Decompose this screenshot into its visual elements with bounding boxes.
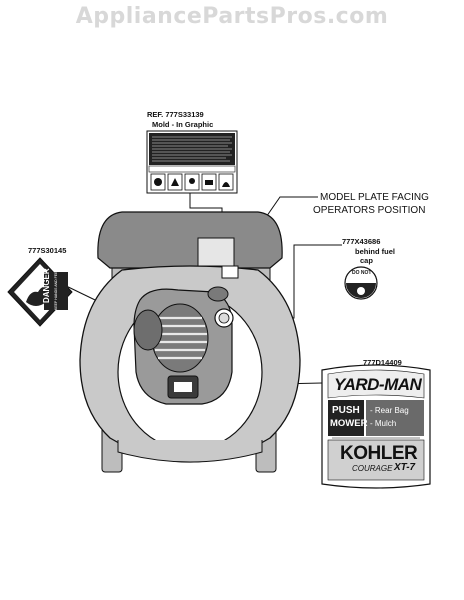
danger-decal-side-word: DANGER	[42, 268, 51, 303]
fuel-cap-do-not: DO NOT	[352, 270, 372, 276]
ref-label-part: REF. 777S33139	[147, 110, 204, 119]
yardman-decal-part: 777D14409	[363, 358, 402, 367]
fuel-cap-decal-line2: behind fuel	[355, 247, 395, 256]
danger-decal-part: 777S30145	[28, 246, 67, 255]
engine	[133, 286, 234, 405]
mower-body	[79, 211, 301, 473]
fuel-cap-decal-part: 777X43686	[342, 237, 381, 246]
yardman-brand: YARD-MAN	[334, 375, 422, 394]
yardman-engine-suffix: XT-7	[394, 462, 416, 473]
fuel-cap-decal	[344, 266, 378, 300]
watermark-text: AppliancePartsPros.com	[75, 4, 389, 29]
yardman-push: PUSH	[332, 405, 360, 416]
model-plate-line2: OPERATORS POSITION	[313, 205, 426, 216]
yardman-option-bag: - Rear Bag	[370, 406, 409, 415]
yardman-mower: MOWER	[330, 418, 368, 429]
ref-label-desc: Mold - In Graphic	[152, 120, 214, 129]
yardman-decal	[321, 364, 431, 489]
fuel-cap-decal-line3: cap	[360, 256, 373, 265]
safety-label-graphic	[146, 130, 238, 194]
yardman-option-mulch: - Mulch	[370, 419, 397, 428]
yardman-engine-model: COURAGE	[352, 464, 393, 473]
danger-decal-side-small: KEEP HANDS AND FEET AWAY	[54, 258, 58, 310]
model-plate-line1: MODEL PLATE FACING	[320, 192, 429, 203]
danger-decal-left	[7, 257, 73, 327]
yardman-engine-brand: KOHLER	[340, 443, 418, 464]
